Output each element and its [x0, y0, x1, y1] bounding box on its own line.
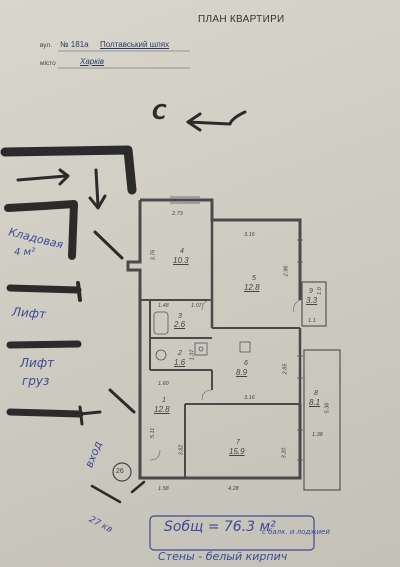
room-2-area: 1.6: [174, 358, 186, 367]
dim-label: 4.28: [228, 486, 239, 492]
note-lift: Лифт: [11, 304, 47, 322]
room-5-number: 5: [252, 275, 256, 282]
dim-label: 1.1: [308, 318, 316, 324]
note-total-area: Sобщ = 76.3 м²: [164, 519, 276, 535]
city-label: місто: [40, 60, 56, 67]
dim-label: 1.07: [191, 303, 202, 309]
room-8-number: 8: [314, 390, 318, 397]
dim-label: 1.60: [158, 381, 169, 387]
room-1-area: 12.8: [154, 405, 170, 414]
room-3-number: 3: [178, 313, 182, 320]
room-8-area: 8.1: [309, 398, 321, 407]
room-4-area: 10.3: [173, 256, 189, 265]
room-5-area: 12.8: [244, 283, 260, 292]
room-7-number: 7: [236, 439, 240, 446]
room-4-number: 4: [180, 248, 184, 255]
note-total-note: с балк. и лоджией: [262, 528, 330, 536]
street-number: № 181а: [60, 40, 89, 49]
street-name: Полтавський шлях: [100, 40, 170, 49]
dim-label: 3.16: [244, 232, 255, 238]
room-6-number: 6: [244, 360, 248, 367]
note-lift-cargo: Лифт: [20, 356, 55, 370]
city-name: Харків: [80, 57, 104, 66]
room-3-area: 2.6: [174, 320, 186, 329]
dim-label: 1.38: [312, 432, 323, 438]
plan-title: ПЛАН КВАРТИРИ: [198, 14, 285, 25]
room-1-number: 1: [162, 397, 166, 404]
note-lift-cargo-2: груз: [22, 374, 50, 388]
room-9-area: 3.3: [306, 296, 318, 305]
dim-label: 1.48: [158, 303, 169, 309]
room-6-area: 8.9: [236, 368, 248, 377]
note-north: С: [152, 100, 167, 124]
dim-label: 3.16: [244, 395, 255, 401]
dim-label: 1.58: [158, 486, 169, 492]
room-7-area: 15.9: [229, 447, 245, 456]
stair-number: 26: [116, 468, 124, 475]
room-2-number: 2: [178, 350, 182, 357]
note-walls: Стены - белый кирпич: [158, 550, 288, 563]
note-storage-area: 4 м²: [14, 247, 36, 258]
street-label: вул.: [40, 42, 53, 49]
dim-label: 2.73: [172, 211, 183, 217]
room-9-number: 9: [309, 288, 313, 295]
